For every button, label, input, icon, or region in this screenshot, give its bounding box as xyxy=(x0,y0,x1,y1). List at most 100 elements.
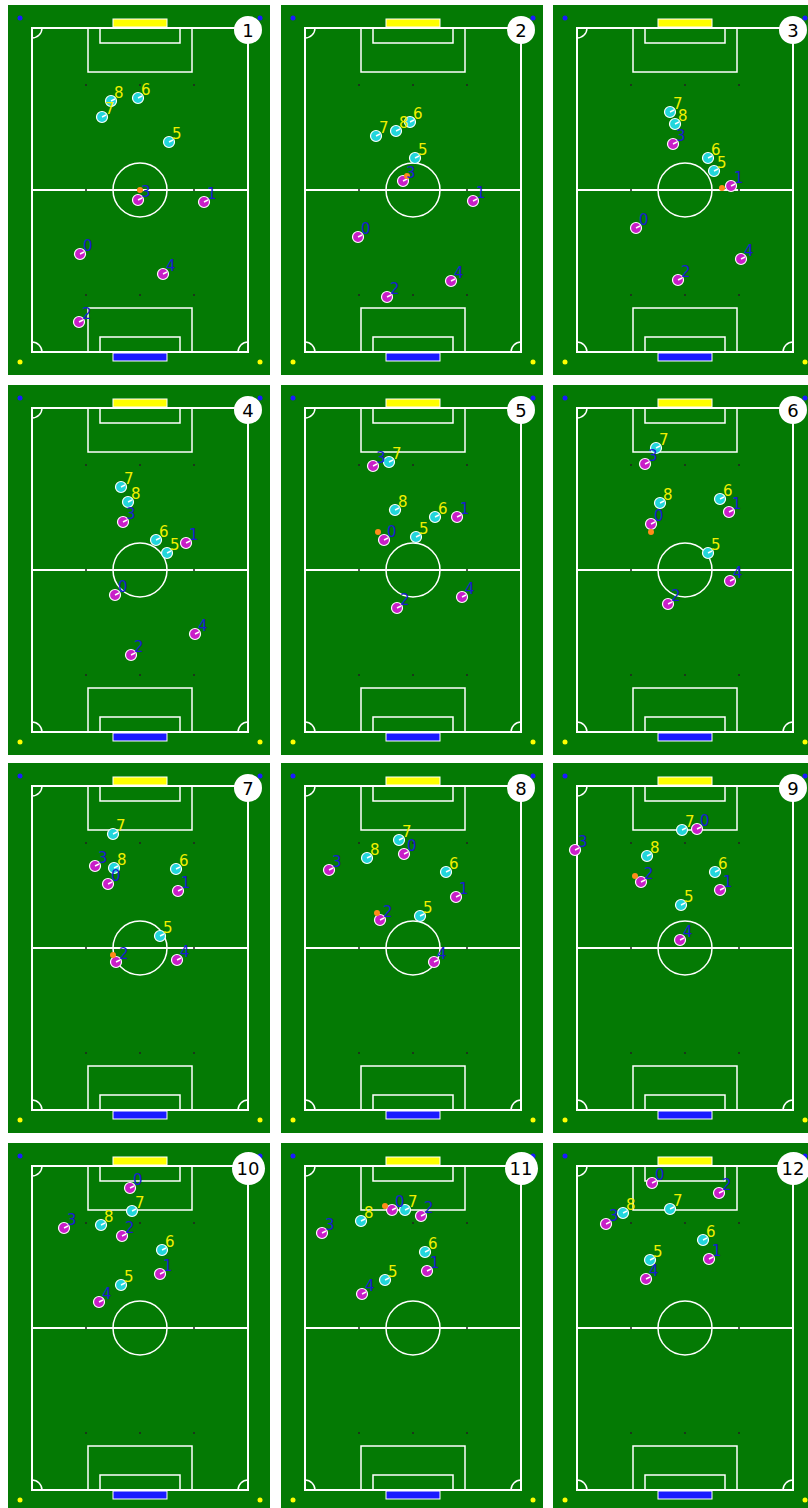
goal-area xyxy=(100,1095,180,1110)
robot-number: 4 xyxy=(198,619,208,634)
robot-number: 1 xyxy=(459,882,469,897)
center-circle xyxy=(658,921,712,975)
corner-arc xyxy=(305,28,315,38)
blue-goal xyxy=(658,353,712,361)
field-spot xyxy=(358,1052,360,1054)
goal-area xyxy=(100,337,180,352)
yellow-goal xyxy=(658,19,712,27)
center-line xyxy=(305,947,521,949)
field-ground xyxy=(553,763,808,1133)
field-ground xyxy=(281,1143,543,1508)
yellow-goal xyxy=(658,1157,712,1165)
robot-number: 5 xyxy=(717,156,727,171)
field-spot xyxy=(684,842,686,844)
field-spot xyxy=(193,294,195,296)
field-spot xyxy=(466,1327,468,1329)
goal-area xyxy=(373,337,453,352)
penalty-area xyxy=(88,1446,192,1490)
corner-beacon xyxy=(531,1498,536,1503)
robot-number: 1 xyxy=(430,1256,440,1271)
corner-arc xyxy=(305,722,315,732)
field-spot xyxy=(630,1432,632,1434)
corner-beacon xyxy=(803,1118,808,1123)
field-spot xyxy=(466,84,468,86)
center-line xyxy=(305,569,521,571)
field-lines xyxy=(32,408,248,732)
soccer-field xyxy=(8,1143,270,1508)
penalty-area xyxy=(88,786,192,830)
panel-number-text: 4 xyxy=(242,400,253,421)
field-spot xyxy=(139,1052,141,1054)
robot-number: 3 xyxy=(376,451,386,466)
center-circle xyxy=(386,163,440,217)
goal-area xyxy=(100,717,180,732)
robot-number: 2 xyxy=(125,1221,135,1236)
goal-area xyxy=(645,28,725,43)
robot-number: 5 xyxy=(711,538,721,553)
robot-number: 5 xyxy=(388,1265,398,1280)
corner-arc xyxy=(32,786,42,796)
field-spot xyxy=(358,1432,360,1434)
field-spot xyxy=(358,569,360,571)
corner-arc xyxy=(32,722,42,732)
robot-number: 6 xyxy=(723,484,733,499)
field-spot xyxy=(412,1052,414,1054)
robot-number: 0 xyxy=(655,1168,665,1183)
field-spot xyxy=(738,1432,740,1434)
robot-number: 0 xyxy=(654,509,664,524)
field-spot xyxy=(85,1222,87,1224)
panel-number-text: 5 xyxy=(515,400,526,421)
blue-goal xyxy=(658,1491,712,1499)
field-spot xyxy=(630,84,632,86)
field-spot xyxy=(85,84,87,86)
corner-arc xyxy=(783,342,793,352)
field-spot xyxy=(630,1222,632,1224)
robot-number: 8 xyxy=(131,487,141,502)
penalty-area xyxy=(88,308,192,352)
robot-number: 8 xyxy=(364,1206,374,1221)
corner-beacon xyxy=(258,360,263,365)
boundary-line xyxy=(305,1166,521,1490)
robot-number: 8 xyxy=(626,1198,636,1213)
panel-number: 2 xyxy=(507,16,535,44)
robot-number: 1 xyxy=(732,497,742,512)
blue-goal xyxy=(658,733,712,741)
field-spot xyxy=(630,464,632,466)
robot-number: 2 xyxy=(644,867,654,882)
panel-number-text: 10 xyxy=(237,1158,260,1179)
corner-arc xyxy=(238,722,248,732)
boundary-line xyxy=(305,786,521,1110)
robot-number: 0 xyxy=(700,814,710,829)
corner-beacon xyxy=(291,396,296,401)
field-ground xyxy=(553,385,808,755)
field-spot xyxy=(358,947,360,949)
corner-beacon xyxy=(803,740,808,745)
corner-beacon xyxy=(18,740,23,745)
goal-area xyxy=(645,1095,725,1110)
robot-number: 2 xyxy=(424,1201,434,1216)
robot-number: 2 xyxy=(383,905,393,920)
robot-number: 8 xyxy=(650,841,660,856)
robot-number: 4 xyxy=(437,947,447,962)
field-spot xyxy=(466,674,468,676)
goal-area xyxy=(645,1475,725,1490)
goal-area xyxy=(373,28,453,43)
panel-number: 10 xyxy=(232,1152,265,1185)
penalty-area xyxy=(361,1446,465,1490)
field-spot xyxy=(139,84,141,86)
goal-area xyxy=(373,1095,453,1110)
penalty-area xyxy=(361,1166,465,1210)
blue-goal xyxy=(658,1111,712,1119)
soccer-field xyxy=(553,5,808,375)
penalty-area xyxy=(361,408,465,452)
corner-beacon xyxy=(563,360,568,365)
robot-number: 5 xyxy=(684,890,694,905)
field-spot xyxy=(139,294,141,296)
field-spot xyxy=(630,189,632,191)
corner-arc xyxy=(238,342,248,352)
blue-goal xyxy=(386,1111,440,1119)
robot-number: 5 xyxy=(419,522,429,537)
field-spot xyxy=(738,189,740,191)
blue-goal xyxy=(113,1491,167,1499)
field-spot xyxy=(738,1052,740,1054)
